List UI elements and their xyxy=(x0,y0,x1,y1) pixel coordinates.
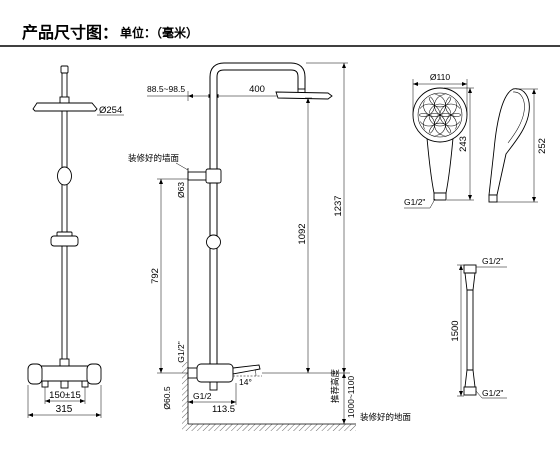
hand-shower-front-view: Ø110 G1/2" 243 xyxy=(404,72,474,209)
hand-shower-connector xyxy=(433,192,447,201)
riser-pipe xyxy=(209,62,306,366)
valve-depth-label: 113.5 xyxy=(212,404,235,415)
hose-view: 1500 G1/2" G1/2" xyxy=(450,256,507,399)
hose-length-label: 1500 xyxy=(450,320,461,341)
hs-length-label: 243 xyxy=(458,136,469,152)
cover-diameter-label: Ø60.5 xyxy=(162,386,172,409)
slide-bar xyxy=(61,72,68,363)
head-diameter-label: Ø254 xyxy=(99,105,122,116)
wall-label-leader xyxy=(175,162,189,171)
hand-shower-handle xyxy=(426,137,454,194)
unit-label: 单位：（毫米） xyxy=(120,25,198,40)
wall-hatch xyxy=(182,362,188,431)
recommended-height-label: 1000~1100 xyxy=(346,376,356,418)
hose-bottom-nut xyxy=(463,386,477,396)
overhead-shower-head xyxy=(32,102,98,112)
valve-lever xyxy=(232,364,261,375)
lever-angle-label: 14° xyxy=(239,377,252,387)
hose-body xyxy=(466,288,474,372)
riser-pipe-inner xyxy=(210,63,305,366)
slide-bar-cap xyxy=(60,65,69,74)
mixer-valve-body xyxy=(35,365,94,382)
title-bar: 产品尺寸图： 单位：（毫米） xyxy=(0,23,560,47)
arm-length-label: 400 xyxy=(249,84,265,95)
riser-mid-joint xyxy=(206,234,221,250)
hs-diameter-label: Ø110 xyxy=(430,72,450,82)
slide-bar-joint xyxy=(57,166,72,186)
hose-top-thread-label: G1/2" xyxy=(482,256,503,266)
hose-top-ferrule xyxy=(464,272,476,291)
hs-side-length-label: 252 xyxy=(537,138,548,154)
wall-offset-label: 88.5~98.5 xyxy=(147,84,185,94)
hose-bottom-ferrule xyxy=(464,369,476,388)
wall-bracket-arm xyxy=(187,171,209,181)
hand-shower-side-connector xyxy=(488,194,498,203)
floor-label: 装修好的地面 xyxy=(360,412,412,423)
valve-handle-right xyxy=(86,363,102,385)
hs-thread-label: G1/2" xyxy=(404,197,425,207)
bracket-height-label: 792 xyxy=(150,268,161,284)
hand-shower-side-body xyxy=(488,88,530,196)
floor-hatch xyxy=(188,424,356,431)
inlet-spacing-label: 150±15 xyxy=(49,390,81,401)
mixer-valve-body-side xyxy=(196,363,234,383)
hose-top-nut xyxy=(463,264,477,274)
wall-label: 装修好的墙面 xyxy=(128,153,180,164)
handshower-holder xyxy=(50,235,79,247)
hand-shower-face-ring xyxy=(417,92,463,138)
hose-bottom-thread-label: G1/2" xyxy=(482,388,503,398)
valve-width-label: 315 xyxy=(56,404,73,415)
page-title: 产品尺寸图： xyxy=(22,23,118,42)
recommended-height-caption: 推荐高度 xyxy=(330,369,341,404)
inlet-thread-label: G1/2" xyxy=(176,341,186,362)
overhead-shower-head-side xyxy=(275,91,333,100)
valve-handle-left xyxy=(27,363,43,385)
pipe-diameter-label: Ø63 xyxy=(176,182,186,198)
hs-thread-leader xyxy=(404,198,436,209)
hose-bottom-thread-leader xyxy=(475,390,507,399)
wall-bracket-clamp xyxy=(205,168,222,184)
front-view: Ø254 150±15 315 xyxy=(27,65,124,418)
outlet-thread-label: G1/2 xyxy=(193,391,212,401)
head-height-label: 1092 xyxy=(297,223,308,244)
total-height-label: 1237 xyxy=(333,195,344,216)
overhead-connector xyxy=(59,96,70,104)
lever-angle-arc xyxy=(255,370,257,377)
hand-shower-side-face xyxy=(507,91,525,144)
hand-shower-side-view: 252 xyxy=(488,88,548,203)
side-view: 88.5~98.5 400 装修好的墙面 装修好的地面 792 Ø63 G1/2… xyxy=(128,62,412,431)
valve-wall-connector xyxy=(187,367,199,379)
